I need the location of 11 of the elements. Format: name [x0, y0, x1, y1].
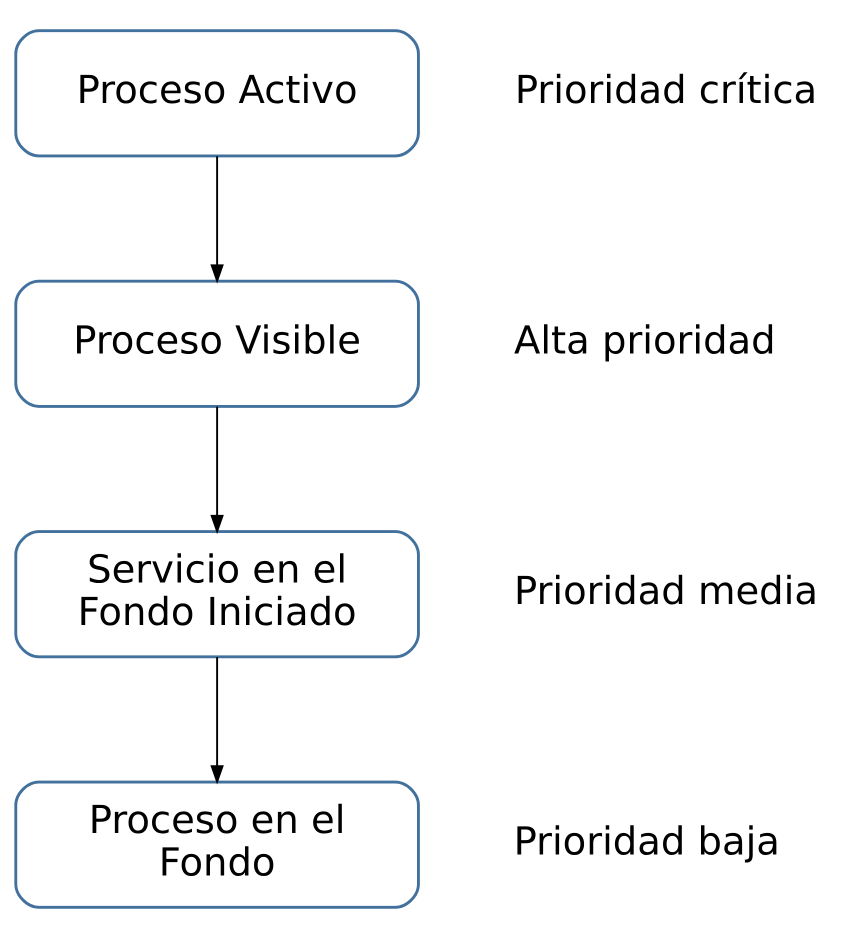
arrow [210, 156, 224, 284]
node-label: Alta prioridad [514, 318, 776, 364]
node-box: Proceso Activo [14, 29, 420, 158]
node-label: Prioridad media [514, 568, 818, 614]
node-box: Servicio en el Fondo Iniciado [14, 530, 420, 658]
arrow [210, 406, 224, 534]
arrow [210, 657, 224, 785]
node-box: Proceso en el Fondo [14, 780, 420, 909]
node-label: Prioridad baja [514, 819, 780, 864]
node-box: Proceso Visible [14, 280, 420, 408]
node-label: Prioridad crítica [514, 68, 818, 113]
